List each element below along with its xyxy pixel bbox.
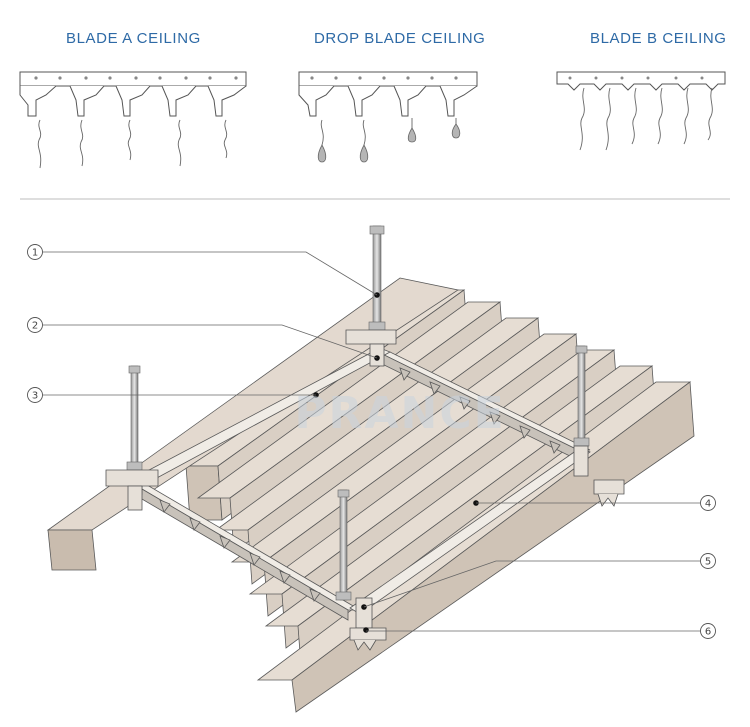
watermark-logo: PRANCE — [294, 388, 505, 439]
blade-b-carrier — [556, 71, 726, 91]
blade-a-carrier — [19, 71, 247, 87]
hanger-rod-right — [573, 345, 625, 507]
blade-a-ceiling-title: BLADE A CEILING — [66, 30, 201, 47]
callout-1-label: 1 — [32, 248, 38, 259]
callout-2: 2 — [27, 317, 378, 359]
callout-5: 5 — [363, 553, 716, 608]
hanger-rod-left — [105, 365, 159, 511]
ceiling-assembly — [46, 225, 695, 713]
blade-b-ceiling-title: BLADE B CEILING — [590, 30, 727, 47]
callout-6-label: 6 — [705, 627, 711, 638]
callout-6: 6 — [366, 623, 716, 639]
callout-5-label: 5 — [705, 557, 711, 568]
drop-blade-ceiling-title: DROP BLADE CEILING — [314, 30, 486, 47]
callout-3: 3 — [27, 387, 316, 403]
callout-4: 4 — [476, 495, 716, 511]
callout-2-label: 2 — [32, 321, 38, 332]
blade-b-detail — [556, 71, 726, 151]
hanger-rod-back — [345, 225, 397, 367]
callout-4-label: 4 — [705, 499, 711, 510]
callout-1: 1 — [27, 244, 378, 296]
drop-blade-detail — [298, 71, 478, 163]
drop-blade-carrier — [298, 71, 478, 87]
blade-a-detail — [19, 71, 247, 169]
callout-3-label: 3 — [32, 391, 38, 402]
